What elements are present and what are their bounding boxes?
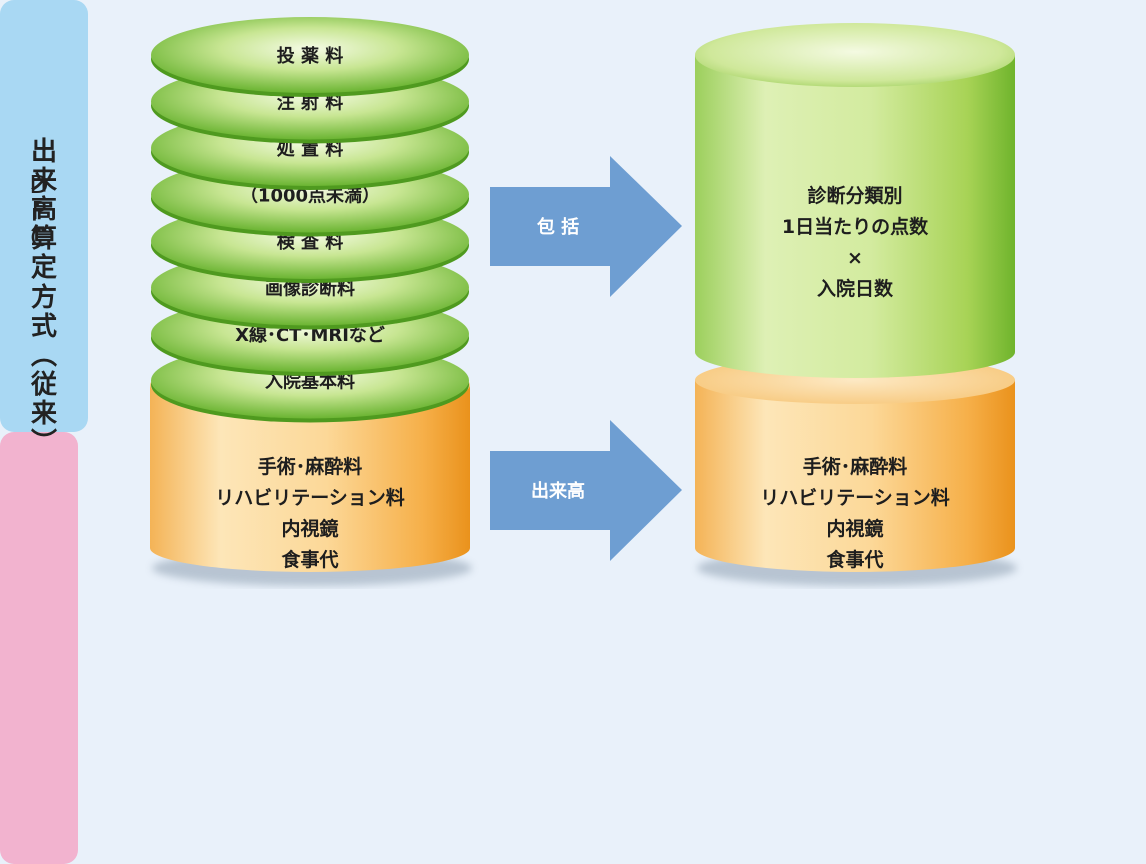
text-line: 食事代 <box>826 548 883 571</box>
conventional-method-title: 出来高算定方式︵従来︶ <box>0 137 88 459</box>
arrow-fee-for-service-label: 出来高 <box>531 480 585 502</box>
text-line: 手術･麻酔料 <box>258 455 363 478</box>
disc-label: X線･CT･MRIなど <box>235 324 385 346</box>
text-line: リハビリテーション料 <box>760 486 950 509</box>
left-base-body <box>150 385 470 572</box>
right-stack: 診断分類別 1日当たりの点数 × 入院日数 手術･麻酔料リハビリテーション料内視鏡食事… <box>695 23 1017 586</box>
vertical-char: ︵ <box>30 340 57 371</box>
arrow-fee-for-service: 出来高 <box>490 420 682 561</box>
vertical-char: D <box>29 170 49 199</box>
disc-label: 注 射 料 <box>277 92 344 114</box>
vertical-char: 式 <box>30 311 57 342</box>
vertical-char: 定 <box>30 253 57 284</box>
right-top-text: 診断分類別 1日当たりの点数 × 入院日数 <box>782 184 929 300</box>
disc-label: 検 査 料 <box>277 231 344 253</box>
right-green-top <box>695 23 1015 87</box>
disc-label: （1000点未満） <box>240 185 380 207</box>
disc-face <box>151 17 469 93</box>
text-line: 内視鏡 <box>281 517 338 540</box>
text-line: リハビリテーション料 <box>215 486 405 509</box>
arrow-fee-for-service-shape <box>490 420 682 561</box>
text-line: 1日当たりの点数 <box>782 215 929 238</box>
arrow-inclusive-shape <box>490 156 682 297</box>
right-green-cylinder <box>695 23 1015 378</box>
text-line: × <box>847 247 863 269</box>
disc-label: 画像診断料 <box>265 278 355 300</box>
vertical-char: 従 <box>30 369 57 400</box>
vertical-char: 出 <box>30 137 57 167</box>
vertical-char: 来 <box>30 166 57 197</box>
text-line: 入院日数 <box>817 277 894 300</box>
arrow-inclusive: 包 括 <box>490 156 682 297</box>
text-line: 内視鏡 <box>826 517 883 540</box>
vertical-char: ︶ <box>30 428 57 459</box>
right-base-body <box>695 380 1015 572</box>
text-line: 食事代 <box>281 548 338 571</box>
vertical-char: 方 <box>30 282 57 313</box>
vertical-char: C <box>30 222 48 252</box>
text-line: 診断分類別 <box>807 184 902 207</box>
disc-label: 処 置 料 <box>277 138 344 160</box>
disc: 投 薬 料 <box>151 17 469 97</box>
disc-label: 投 薬 料 <box>277 45 344 67</box>
conventional-method-panel: 出来高算定方式︵従来︶ <box>0 0 88 458</box>
arrow-inclusive-label: 包 括 <box>537 216 579 238</box>
vertical-char: 来 <box>30 398 57 429</box>
vertical-char: 算 <box>30 224 57 255</box>
disc-label: 入院基本料 <box>265 371 355 393</box>
vertical-char: P <box>31 196 47 226</box>
text-line: 手術･麻酔料 <box>803 455 908 478</box>
vertical-char: 高 <box>30 195 57 226</box>
right-green-body <box>695 55 1015 378</box>
